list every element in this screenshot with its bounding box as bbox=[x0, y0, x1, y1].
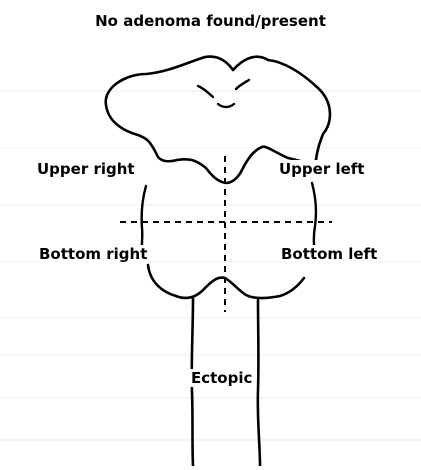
stalk-right-outline bbox=[258, 300, 260, 466]
inner-mark-smile bbox=[218, 104, 234, 107]
label-upper-right: Upper right bbox=[36, 160, 136, 178]
background-guide-lines bbox=[0, 91, 421, 440]
label-upper-left: Upper left bbox=[278, 160, 365, 178]
label-bottom-right: Bottom right bbox=[38, 245, 148, 263]
inner-mark-right bbox=[236, 80, 249, 89]
label-ectopic: Ectopic bbox=[190, 369, 253, 387]
diagram-title: No adenoma found/present bbox=[0, 12, 421, 30]
label-bottom-left: Bottom left bbox=[280, 245, 378, 263]
